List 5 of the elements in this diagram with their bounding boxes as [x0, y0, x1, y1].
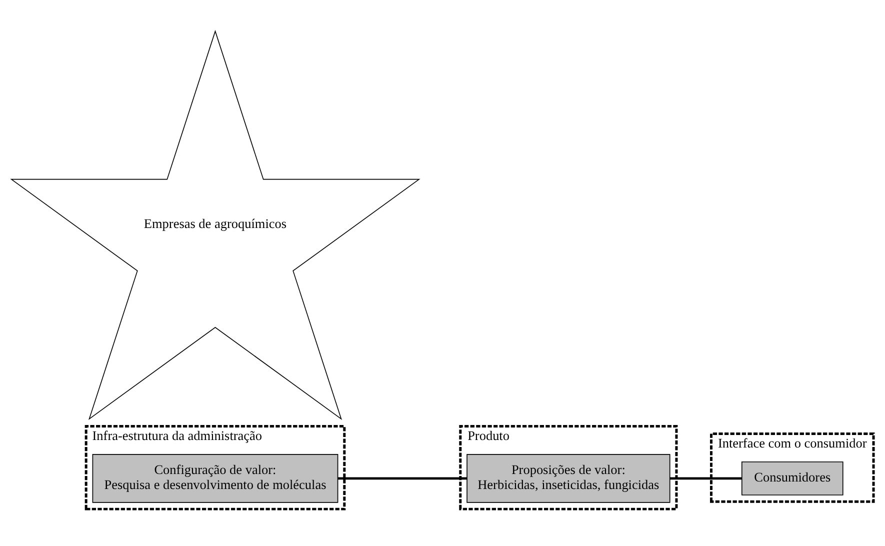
node-box: Consumidores — [741, 460, 844, 495]
connector — [670, 476, 742, 480]
connector — [338, 476, 467, 480]
node-box: Proposições de valor: Herbicidas, inseticidas, fungicidas — [466, 454, 670, 502]
node-box: Configuração de valor: Pesquisa e desenvolvimento de moléculas — [92, 454, 338, 502]
